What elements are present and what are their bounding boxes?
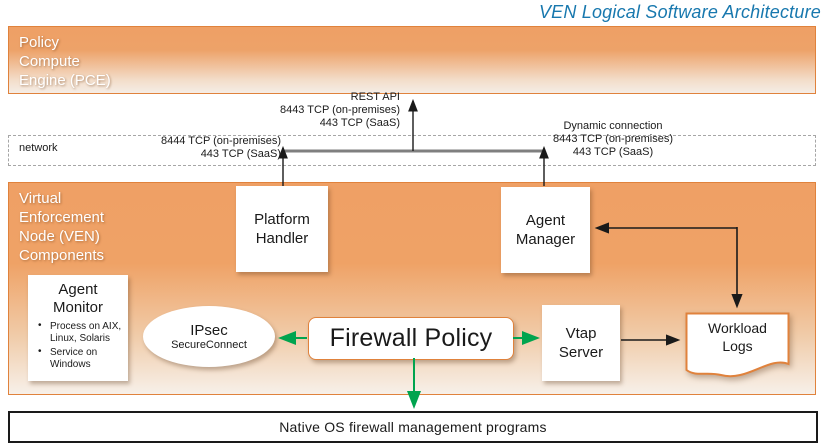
ipsec-node: IPsec SecureConnect	[143, 306, 275, 367]
ipsec-subtitle: SecureConnect	[171, 338, 247, 351]
native-os-firewall-label: Native OS firewall management programs	[279, 419, 547, 435]
rest-api-ports-label: REST API 8443 TCP (on-premises) 443 TCP …	[279, 91, 400, 129]
ven-label: Virtual Enforcement Node (VEN) Component…	[19, 190, 105, 264]
agent-monitor-bullet-list: Process on AIX, Linux, Solaris Service o…	[28, 320, 128, 371]
ipsec-title: IPsec	[190, 321, 228, 339]
workload-logs-label: Workload Logs	[708, 320, 767, 354]
vtap-server-node: Vtap Server	[542, 305, 620, 381]
document-shape-icon	[685, 312, 790, 378]
network-band: network	[8, 135, 816, 166]
agent-monitor-bullet: Process on AIX, Linux, Solaris	[38, 320, 126, 345]
firewall-policy-node: Firewall Policy	[308, 317, 514, 360]
agent-monitor-bullet: Service on Windows	[38, 346, 126, 371]
pce-band: Policy Compute Engine (PCE)	[8, 26, 816, 94]
network-label: network	[19, 142, 58, 154]
agent-monitor-node: Agent Monitor Process on AIX, Linux, Sol…	[28, 275, 128, 381]
agent-monitor-title: Agent Monitor	[52, 281, 104, 316]
agent-manager-node: Agent Manager	[501, 187, 590, 273]
pce-label: Policy Compute Engine (PCE)	[19, 34, 111, 89]
workload-logs-node: Workload Logs	[685, 312, 790, 380]
platform-handler-ports-label: 8444 TCP (on-premises) 443 TCP (SaaS)	[160, 135, 281, 160]
platform-handler-node: Platform Handler	[236, 186, 328, 272]
dynamic-connection-ports-label: Dynamic connection 8443 TCP (on-premises…	[552, 120, 674, 158]
diagram-title: VEN Logical Software Architecture	[538, 2, 821, 22]
native-os-firewall-bar: Native OS firewall management programs	[8, 411, 818, 443]
